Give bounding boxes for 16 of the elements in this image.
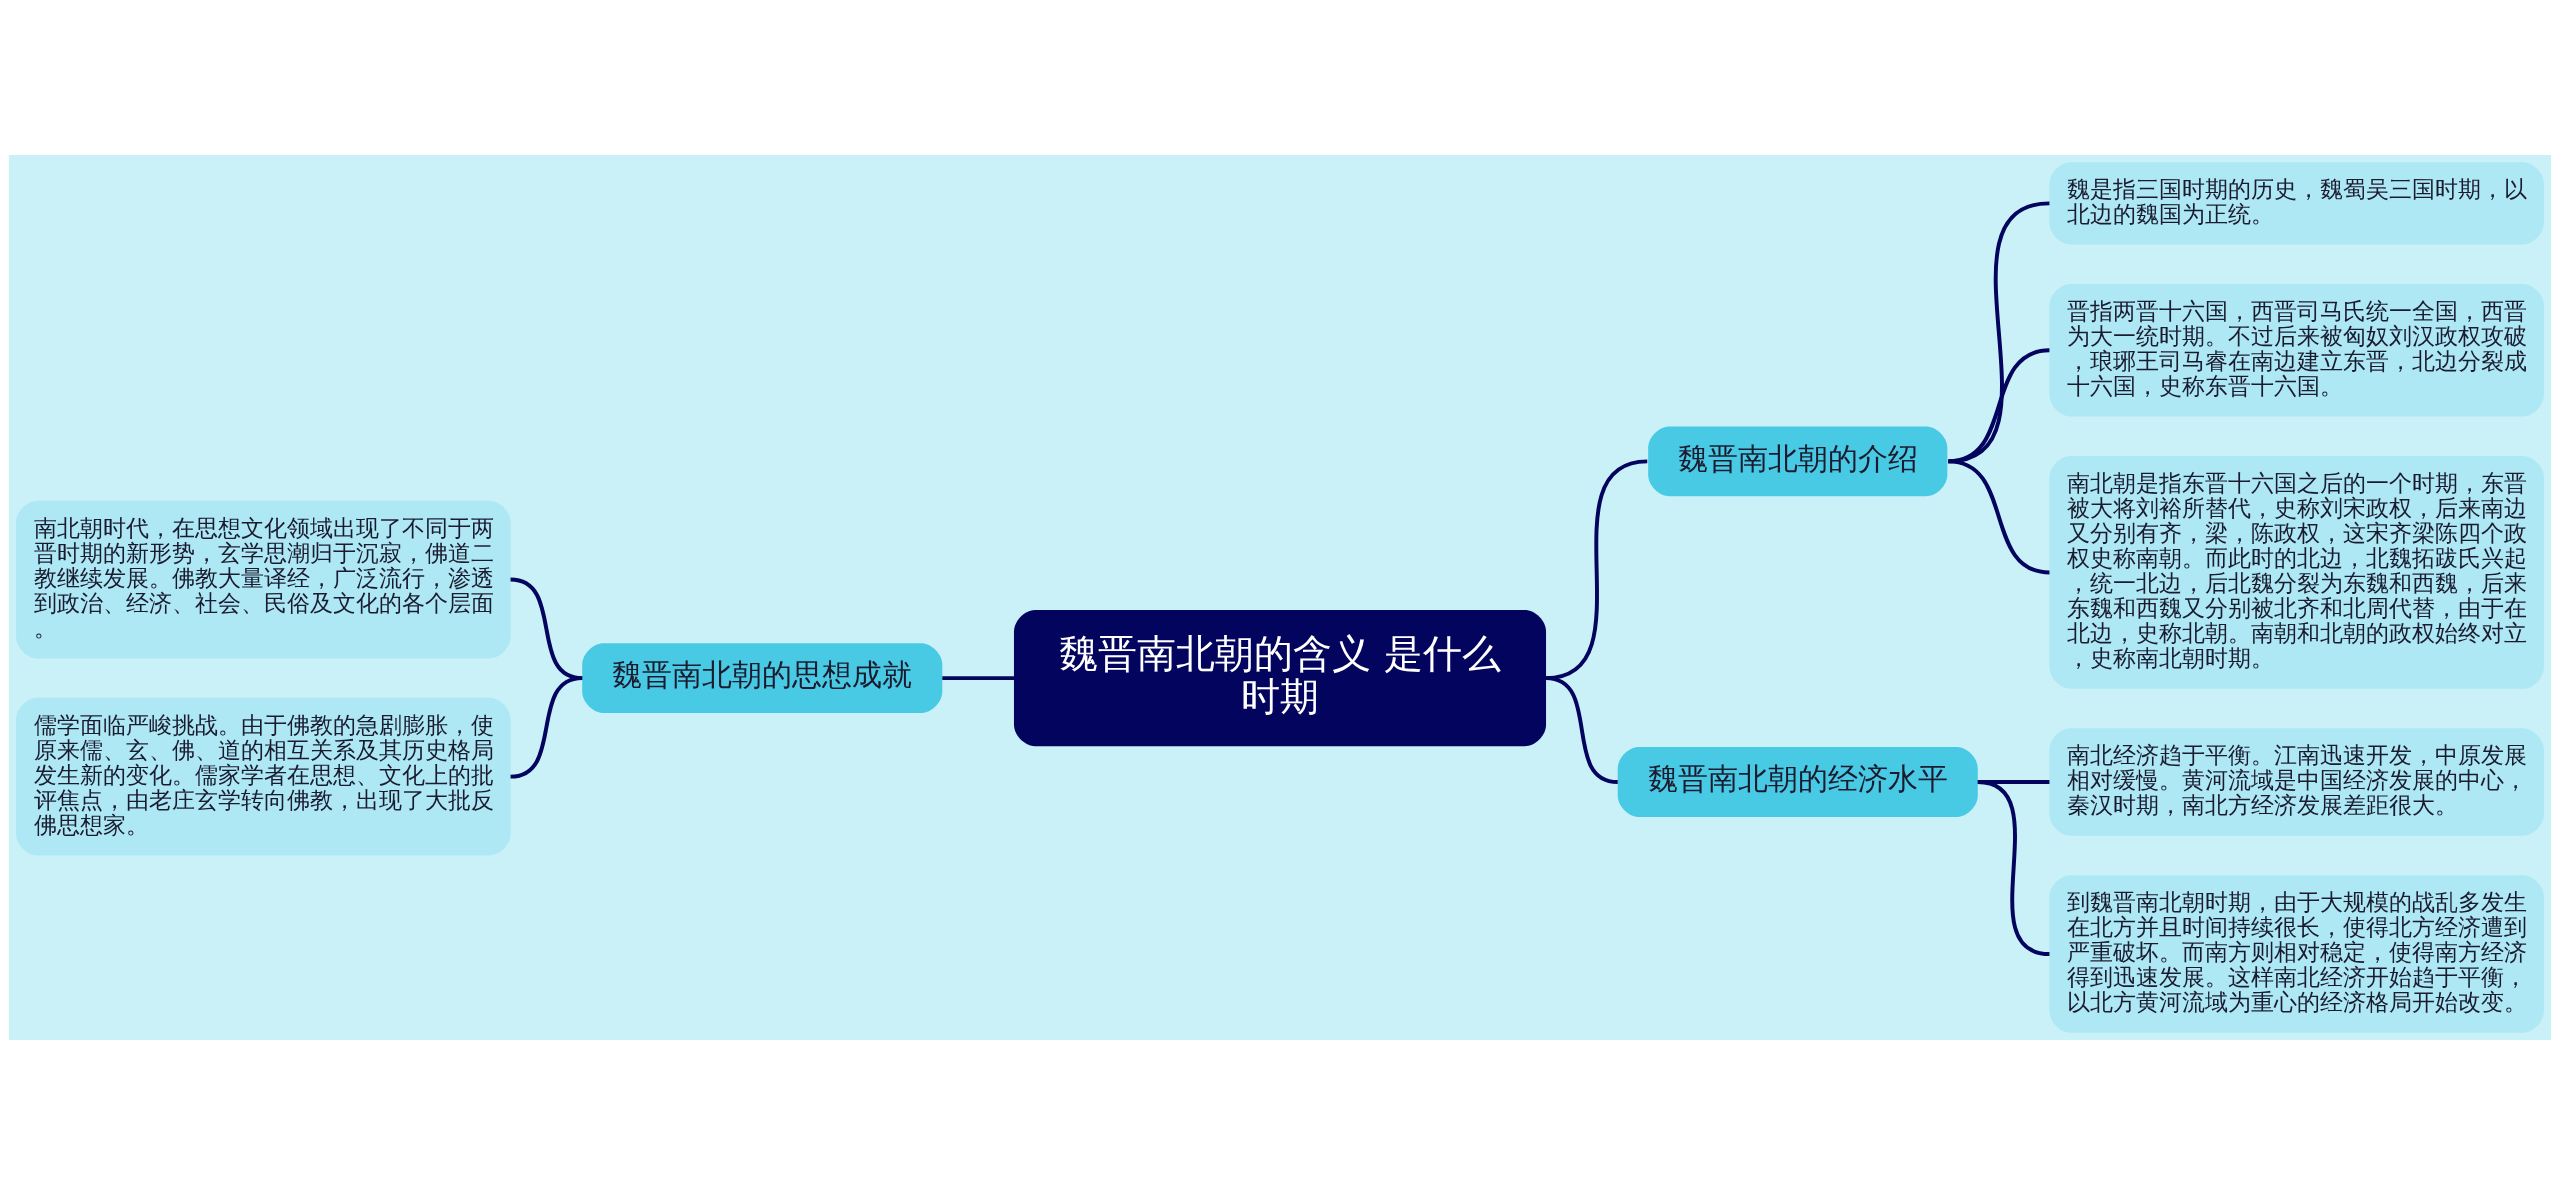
node-box: 魏晋南北朝的含义 是什么时期 xyxy=(1013,610,1547,747)
connector xyxy=(1947,459,2050,575)
node-box: 南北经济趋于平衡。江南迅速开发，中原发展相对缓慢。黄河流域是中国经济发展的中心，秦汉时期，南北方经济发展差距很大。 xyxy=(2049,728,2544,836)
node-box: 到魏晋南北朝时期，由于大规模的战乱多发生在北方并且时间持续很长，使得北方经济遭到严重破坏。而南方则相对稳定，使得南方经济得到迅速发展。这样南北经济开始趋于平衡，以北方黄河流域为重心的经济格局开始改变。 xyxy=(2049,875,2544,1033)
node-box: 儒学面临严峻挑战。由于佛教的急剧膨胀，使原来儒、玄、佛、道的相互关系及其历史格局发生新的变化。儒家学者在思想、文化上的批评焦点，由老庄玄学转向佛教，出现了大批反佛思想家。 xyxy=(16,697,511,856)
node-box: 晋指两晋十六国，西晋司马氏统一全国，西晋为大一统时期。不过后来被匈奴刘汉政权攻破，琅琊王司马睿在南边建立东晋，北边分裂成十六国，史称东晋十六国。 xyxy=(2049,284,2544,417)
node-box: 魏是指三国时期的历史，魏蜀吴三国时期，以北边的魏国为正统。 xyxy=(2049,162,2544,245)
connector xyxy=(510,676,583,779)
node-box: 南北朝是指东晋十六国之后的一个时期，东晋被大将刘裕所替代，史称刘宋政权，后来南边又分别有齐，梁，陈政权，这宋齐梁陈四个政权史称南朝。而此时的北边，北魏拓跋氏兴起，统一北边，后北魏分裂为东魏和西魏，后来东魏和西魏又分别被北齐和北周代替，由于在北边，史称北朝。南朝和北朝的政权始终对立，史称南北朝时期。 xyxy=(2049,455,2544,689)
node-box: 魏晋南北朝的介绍 xyxy=(1648,426,1948,497)
connector xyxy=(1977,780,2050,956)
connector xyxy=(942,676,1014,681)
node-box: 魏晋南北朝的经济水平 xyxy=(1617,747,1978,817)
connector xyxy=(1545,676,1619,784)
node-box: 南北朝时代，在思想文化领域出现了不同于两晋时期的新形势，玄学思潮归于沉寂，佛道二教继续发展。佛教大量译经，广泛流行，渗透到政治、经济、社会、民俗及文化的各个层面。 xyxy=(16,500,511,659)
node-box: 魏晋南北朝的思想成就 xyxy=(582,643,943,714)
